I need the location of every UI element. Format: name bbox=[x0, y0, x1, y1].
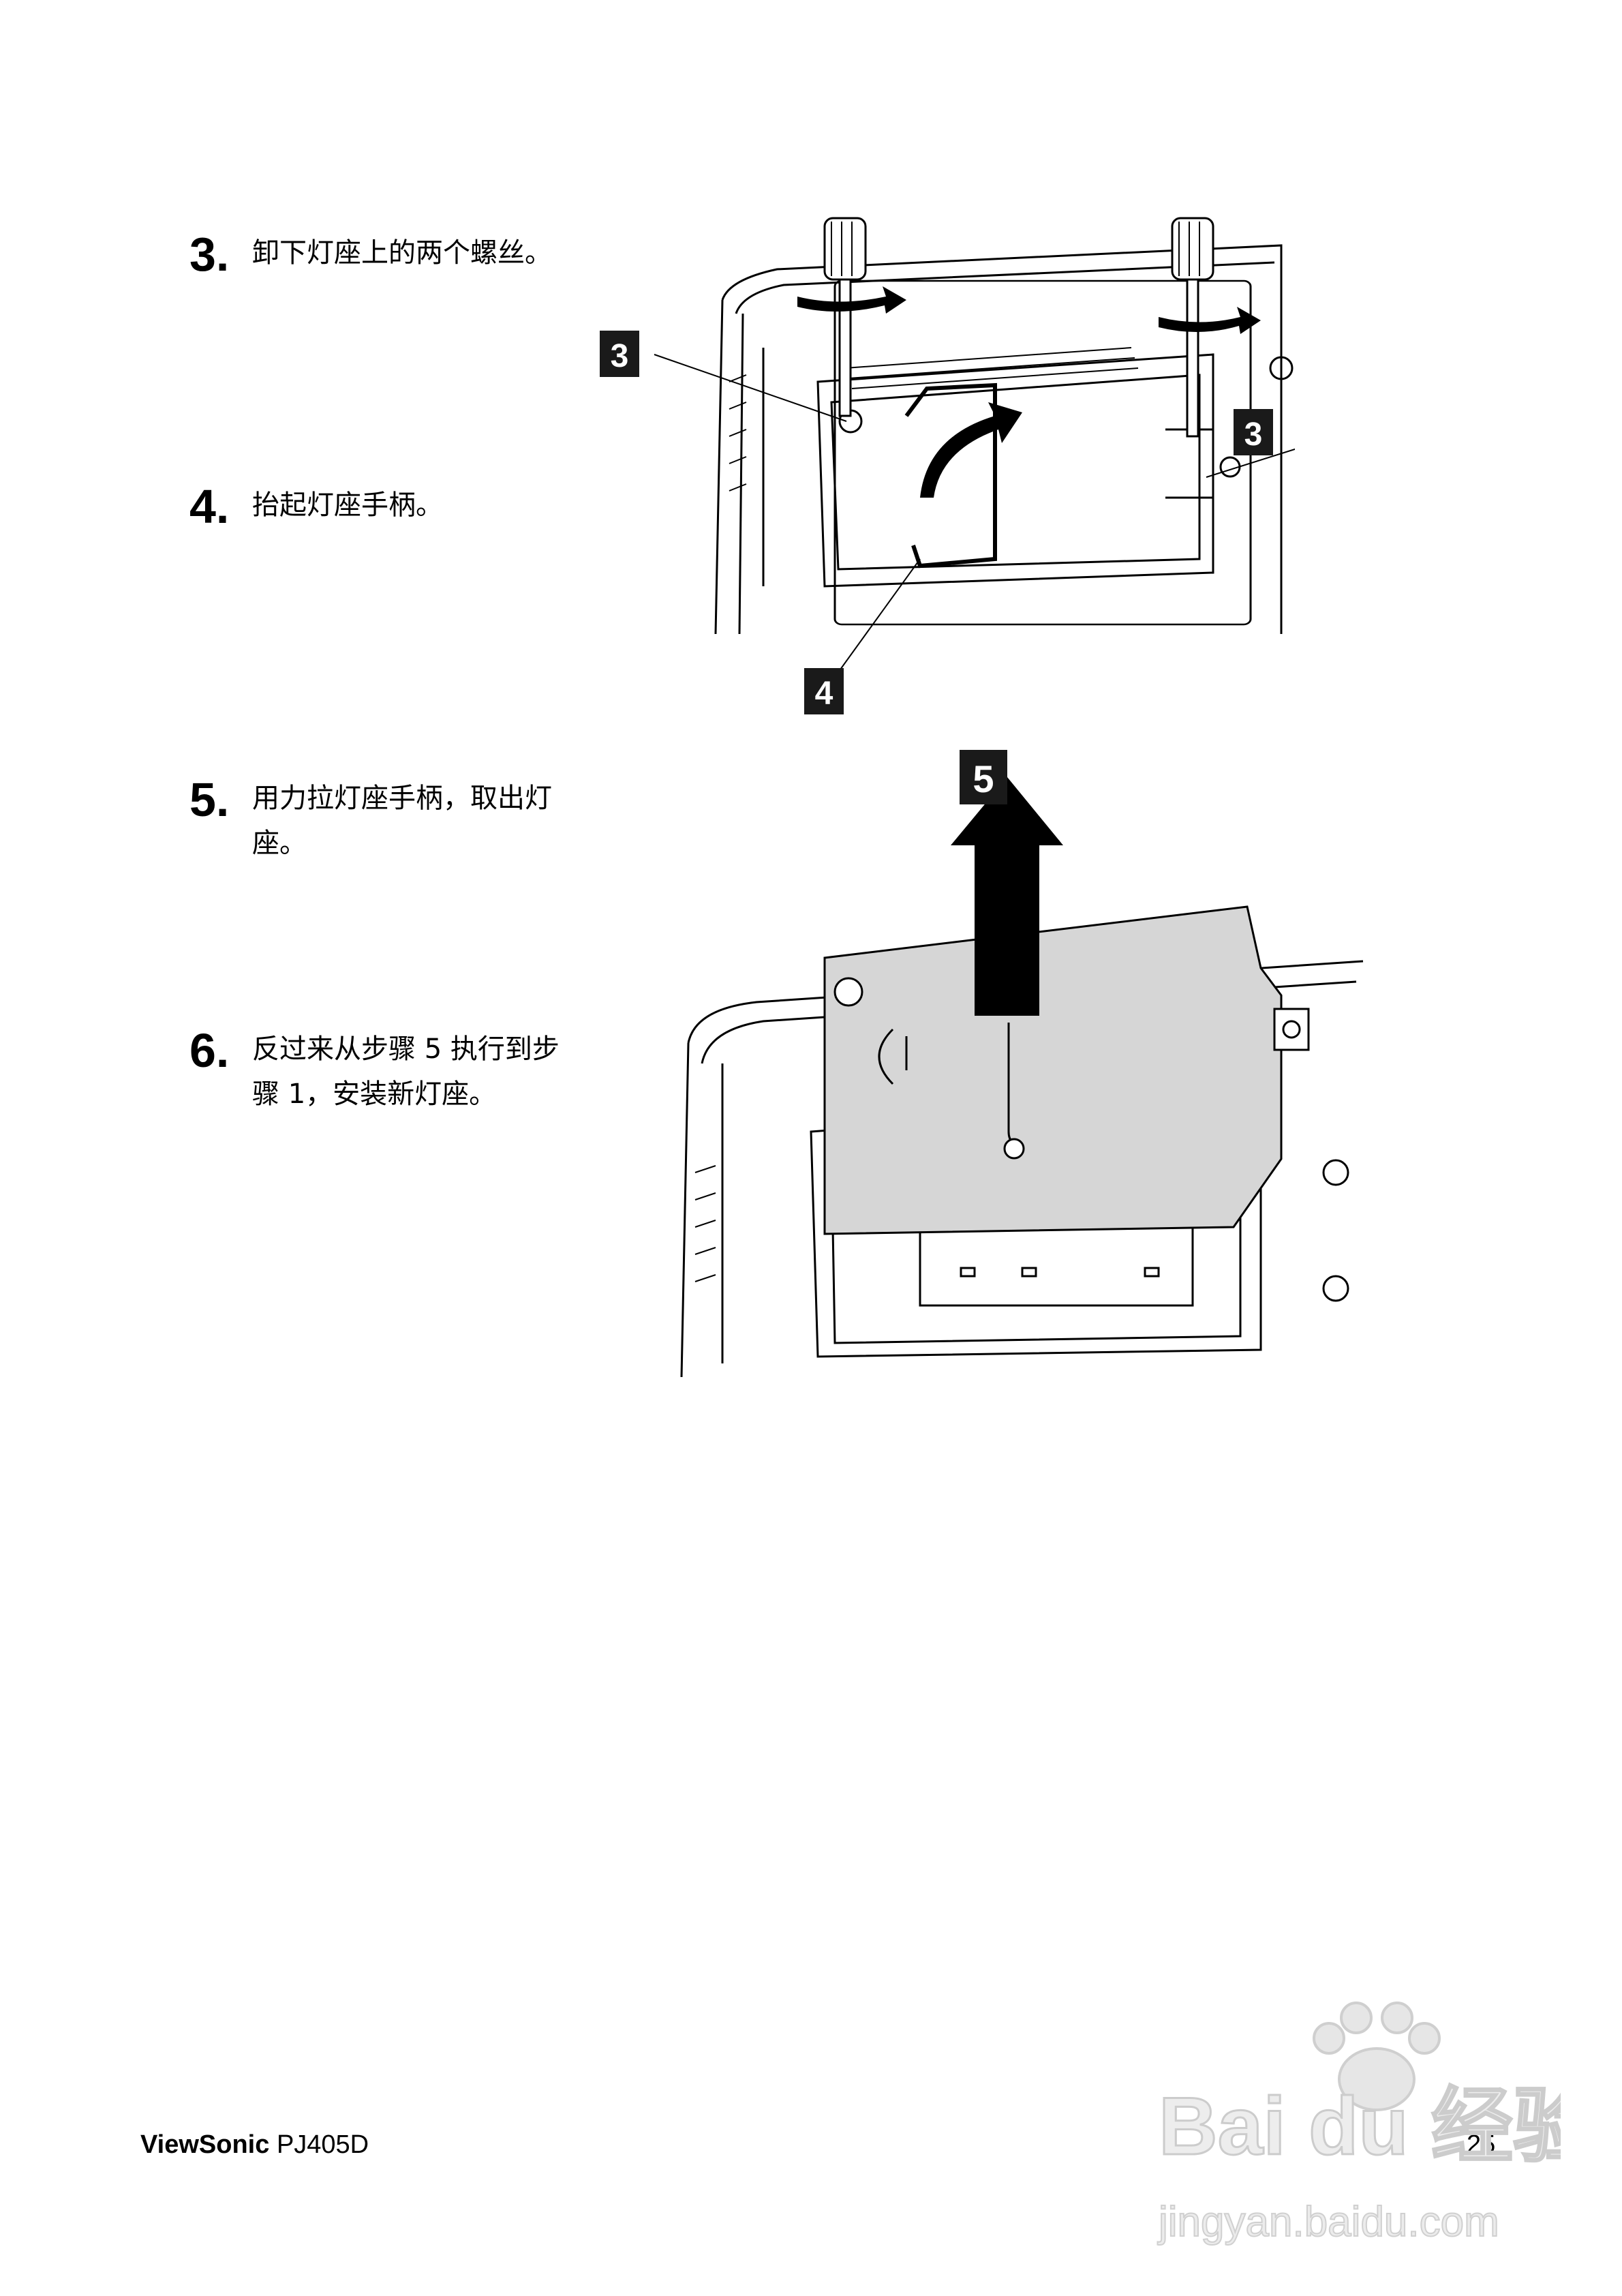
rotate-arrow-icon bbox=[797, 286, 906, 314]
step-text: 用力拉灯座手柄，取出灯座。 bbox=[252, 783, 552, 859]
watermark-url: jingyan.baidu.com bbox=[1157, 2199, 1499, 2246]
step-number: 4. bbox=[189, 480, 230, 533]
lamp-screws-figure: 3 3 4 bbox=[600, 217, 1295, 714]
callout-badge-4: 4 bbox=[804, 668, 844, 714]
screwdriver-icon bbox=[1171, 217, 1214, 438]
page-number: 25 bbox=[1467, 2130, 1496, 2159]
lift-arrow-icon bbox=[920, 402, 1022, 498]
svg-text:3: 3 bbox=[1244, 417, 1263, 453]
svg-text:4: 4 bbox=[815, 676, 833, 712]
step-text: 抬起灯座手柄。 bbox=[252, 489, 443, 521]
lamp-removal-figure: 5 bbox=[680, 750, 1364, 1378]
step-text: 卸下灯座上的两个螺丝。 bbox=[252, 237, 552, 269]
footer-brand-model: ViewSonic PJ405D bbox=[140, 2130, 369, 2160]
step-number: 5. bbox=[189, 773, 230, 826]
step-text: 反过来从步骤 5 执行到步骤 1，安装新灯座。 bbox=[252, 1033, 560, 1110]
baidu-jingyan-watermark: Bai du 经验 jingyan.baidu.com bbox=[1157, 2002, 1561, 2246]
svg-text:Bai du 经验: Bai du 经验 bbox=[1159, 2081, 1561, 2172]
screwdriver-icon bbox=[823, 217, 867, 417]
svg-text:5: 5 bbox=[973, 757, 994, 800]
pull-up-arrow-icon bbox=[951, 777, 1063, 1016]
callout-badge-3: 3 bbox=[600, 331, 639, 377]
svg-text:3: 3 bbox=[611, 338, 629, 374]
model-name: PJ405D bbox=[276, 2130, 369, 2159]
brand-name: ViewSonic bbox=[140, 2130, 270, 2159]
rotate-arrow-icon bbox=[1159, 307, 1261, 334]
step-number: 6. bbox=[189, 1024, 230, 1077]
callout-badge-5: 5 bbox=[960, 750, 1007, 804]
step-number: 3. bbox=[189, 228, 230, 281]
callout-badge-3: 3 bbox=[1234, 409, 1273, 455]
lamp-module bbox=[823, 905, 1310, 1235]
